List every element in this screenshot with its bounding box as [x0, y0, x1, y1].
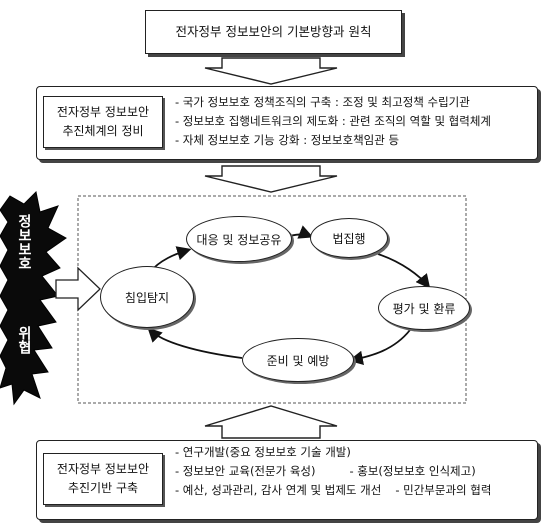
foundation-bullet-row: - 정보보안 교육(전문가 육성) - 홍보(정보보호 인식제고)	[175, 462, 535, 481]
title-box: 전자정부 정보보안의 기본방향과 원칙	[145, 10, 402, 54]
foundation-bullet: - 정보보안 교육(전문가 육성)	[175, 462, 315, 481]
cycle-arc-2	[290, 235, 310, 237]
threat-label-1: 정보보호	[14, 214, 34, 270]
foundation-label-line1: 전자정부 정보보안	[57, 462, 149, 477]
node-detection: 침입탐지	[100, 266, 194, 328]
foundation-bullet: - 예산, 성과관리, 감사 연계 및 법제도 개선	[175, 481, 381, 500]
arrow-down-1	[205, 58, 337, 84]
node-enforcement: 법집행	[310, 218, 388, 258]
foundation-bullet: - 홍보(정보보호 인식제고)	[349, 462, 475, 481]
system-label-line1: 전자정부 정보보안	[57, 105, 149, 120]
foundation-label-box: 전자정부 정보보안 추진기반 구축	[43, 453, 163, 505]
system-label-box: 전자정부 정보보안 추진체계의 정비	[43, 96, 163, 148]
foundation-bullet: - 민간부문과의 협력	[395, 481, 491, 500]
node-evaluation-label: 평가 및 환류	[393, 300, 456, 317]
foundation-bullet-row: - 예산, 성과관리, 감사 연계 및 법제도 개선 - 민간부문과의 협력	[175, 481, 535, 500]
cycle-arc-3	[378, 254, 428, 286]
system-label-line2: 추진체계의 정비	[62, 124, 143, 139]
system-section: 전자정부 정보보안 추진체계의 정비 - 국가 정보보호 정책조직의 구축 : …	[36, 86, 538, 160]
foundation-bullet: - 연구개발(중요 정보보호 기술 개발)	[175, 443, 535, 462]
node-prevention-label: 준비 및 예방	[267, 352, 330, 369]
arrow-right-threat	[56, 268, 100, 310]
foundation-label-line2: 추진기반 구축	[68, 481, 138, 496]
node-enforcement-label: 법집행	[332, 230, 365, 247]
system-bullets: - 국가 정보보호 정책조직의 구축 : 조정 및 최고정책 수립기관 - 정보…	[175, 93, 491, 150]
diagram-title: 전자정부 정보보안의 기본방향과 원칙	[176, 24, 372, 40]
system-bullet: - 정보보호 집행네트워크의 제도화 : 관련 조직의 역할 및 협력체계	[175, 112, 491, 131]
system-bullet: - 국가 정보보호 정책조직의 구축 : 조정 및 최고정책 수립기관	[175, 93, 491, 112]
node-evaluation: 평가 및 환류	[378, 286, 470, 330]
node-prevention: 준비 및 예방	[242, 338, 354, 382]
threat-label-2: 위협	[14, 326, 34, 354]
cycle-arc-4	[352, 330, 410, 360]
cycle-arc-5	[150, 330, 242, 358]
node-response: 대응 및 정보공유	[186, 216, 292, 262]
foundation-section: 전자정부 정보보안 추진기반 구축 - 연구개발(중요 정보보호 기술 개발) …	[36, 440, 538, 520]
node-detection-label: 침입탐지	[125, 289, 169, 306]
arrow-up-3	[205, 406, 337, 438]
node-response-label: 대응 및 정보공유	[197, 231, 282, 248]
foundation-bullets: - 연구개발(중요 정보보호 기술 개발) - 정보보안 교육(전문가 육성) …	[175, 443, 535, 500]
arrow-down-2	[205, 166, 337, 192]
system-bullet: - 자체 정보보호 기능 강화 : 정보보호책임관 등	[175, 131, 491, 150]
